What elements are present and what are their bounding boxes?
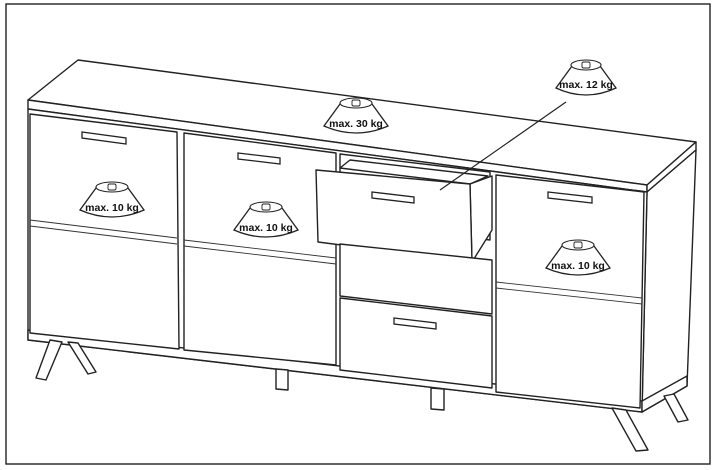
left-door xyxy=(29,113,180,350)
weight-label-left: max. 10 kg xyxy=(85,202,139,214)
leg-rear-left xyxy=(67,341,97,375)
center-door-handle xyxy=(237,152,281,165)
open-drawer-handle xyxy=(371,191,415,204)
right-shelf-line xyxy=(495,281,643,299)
center-shelf-line xyxy=(183,239,337,259)
weight-label-right: max. 10 kg xyxy=(551,260,605,272)
weight-icon-knob xyxy=(581,61,591,69)
plinth-side xyxy=(641,375,688,413)
left-shelf-line-2 xyxy=(29,225,178,245)
weight-label-drawer: max. 12 kg xyxy=(559,79,613,91)
leg-front-right xyxy=(611,407,649,452)
middle-drawer xyxy=(339,243,493,315)
right-door-handle xyxy=(547,191,593,204)
bottom-drawer-handle xyxy=(393,317,437,330)
weight-badge-center: max. 10 kg xyxy=(232,201,300,238)
leg-middle-left xyxy=(275,368,289,391)
leg-middle-right xyxy=(430,387,445,411)
leg-rear-right xyxy=(663,393,689,423)
weight-badge-top: max. 30 kg xyxy=(322,97,390,134)
weight-badge-right: max. 10 kg xyxy=(544,239,612,276)
weight-badge-left: max. 10 kg xyxy=(78,181,146,218)
weight-badge-drawer: max. 12 kg xyxy=(555,59,617,96)
weight-icon-knob xyxy=(261,203,271,211)
center-shelf-line-2 xyxy=(183,245,337,265)
right-door xyxy=(495,174,645,409)
weight-label-top: max. 30 kg xyxy=(329,118,383,130)
weight-icon-knob xyxy=(573,241,583,249)
weight-icon-knob xyxy=(351,99,361,107)
left-shelf-line xyxy=(29,219,178,239)
bottom-drawer xyxy=(339,297,493,389)
leg-front-left xyxy=(35,339,63,381)
right-side-panel xyxy=(641,149,697,413)
left-door-handle xyxy=(81,131,127,145)
right-shelf-line-2 xyxy=(495,287,643,305)
drawer-weight-leader xyxy=(439,101,567,191)
weight-label-center: max. 10 kg xyxy=(239,222,293,234)
weight-icon-knob xyxy=(107,183,117,191)
diagram-frame xyxy=(5,3,711,465)
